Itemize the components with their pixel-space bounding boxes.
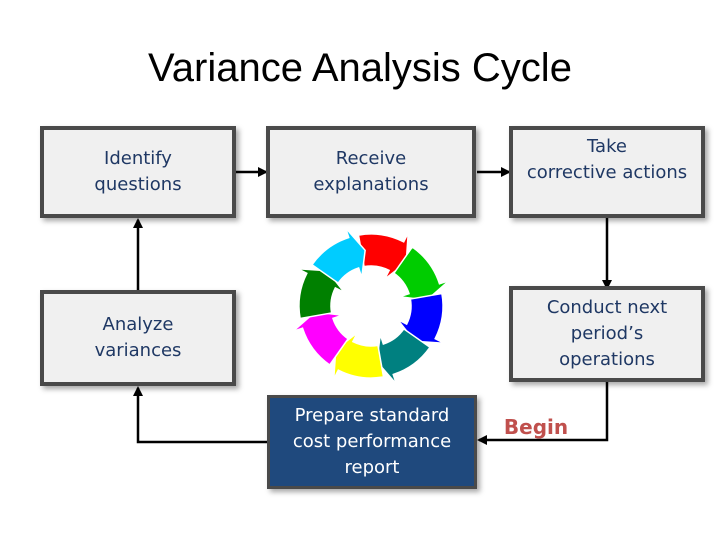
cycle-arrows-graphic <box>292 227 450 385</box>
identify-questions-label: Identify questions <box>94 148 182 195</box>
cycle-arrow-segment <box>333 332 385 380</box>
identify-questions-box: Identify questions <box>40 126 236 218</box>
receive-explanations-box: Receive explanations <box>266 126 476 218</box>
prepare-report-label: Prepare standard cost performance report <box>292 405 452 478</box>
begin-label: Begin <box>503 415 569 439</box>
cycle-arrow-segment <box>310 227 366 285</box>
analyze-variances-box: Analyze variances <box>40 290 236 386</box>
take-corrective-actions-box: Take corrective actions <box>509 126 705 218</box>
cycle-arrow-segment <box>357 232 409 280</box>
cycle-arrow-segment <box>297 268 345 320</box>
arrow-conduct-to-prepare <box>477 382 609 445</box>
cycle-arrow-segment <box>292 311 350 367</box>
receive-explanations-label: Receive explanations <box>313 148 429 195</box>
cycle-arrow-segment <box>376 327 432 385</box>
take-corrective-actions-label: Take corrective actions <box>526 136 688 183</box>
analyze-variances-label: Analyze variances <box>94 314 182 361</box>
cycle-arrow-segment <box>392 245 450 301</box>
arrow-prepare-to-analyze <box>133 386 267 444</box>
conduct-next-period-label: Conduct next period’s operations <box>546 297 668 370</box>
page-title: Variance Analysis Cycle <box>148 46 572 90</box>
prepare-report-box: Prepare standard cost performance report <box>267 395 477 489</box>
conduct-next-period-box: Conduct next period’s operations <box>509 286 705 382</box>
cycle-arrow-segment <box>397 292 445 344</box>
